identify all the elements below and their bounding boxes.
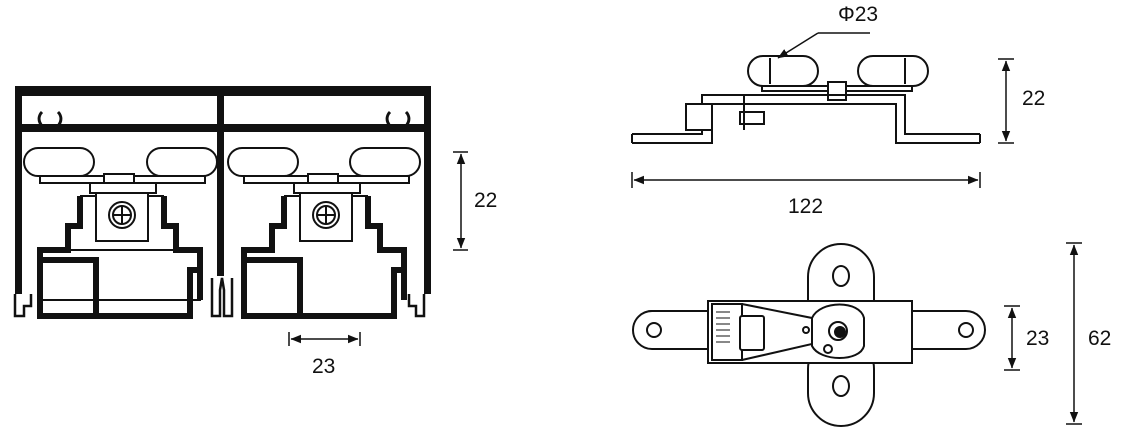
dim-top-width bbox=[1004, 305, 1020, 371]
label-top-width: 23 bbox=[1026, 327, 1050, 350]
left-carrier bbox=[23, 147, 218, 319]
dim-top-overall bbox=[1066, 242, 1082, 425]
label-top-overall: 62 bbox=[1088, 327, 1112, 350]
track-section-view bbox=[13, 86, 468, 346]
dim-side-length bbox=[631, 172, 981, 188]
rail-frame bbox=[13, 86, 431, 318]
label-side-length: 122 bbox=[788, 195, 824, 218]
dim-wheel-gap bbox=[288, 332, 361, 346]
phillips-screw-icon bbox=[108, 201, 340, 229]
clip-icon bbox=[37, 110, 411, 130]
label-section-height: 22 bbox=[474, 189, 498, 212]
label-wheel-diameter: Φ23 bbox=[838, 3, 879, 26]
carrier-side-view bbox=[631, 32, 1014, 188]
dim-section-height bbox=[453, 151, 468, 251]
carrier-top-view bbox=[632, 242, 1082, 427]
label-wheel-gap: 23 bbox=[312, 355, 336, 378]
label-side-height: 22 bbox=[1022, 87, 1046, 110]
dim-side-height bbox=[998, 58, 1014, 144]
leader-line-diameter bbox=[777, 32, 870, 59]
right-carrier bbox=[227, 147, 421, 319]
